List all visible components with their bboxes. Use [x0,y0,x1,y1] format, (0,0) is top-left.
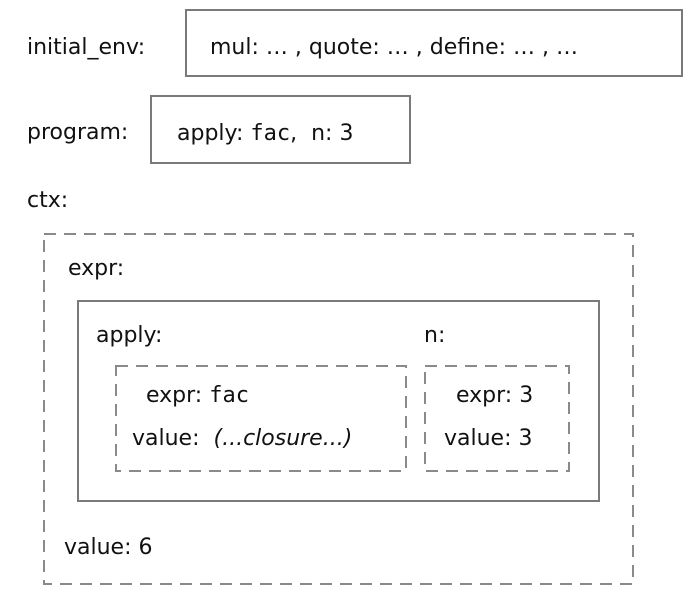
apply-label: apply: [96,323,163,348]
ctx-box [43,233,634,585]
apply-value-closure: (...closure...) [213,426,353,451]
initial-env-content: mul: … , quote: … , define: … , … [210,35,579,60]
n-label: n: [424,323,446,348]
program-label: program: [27,120,129,145]
initial-env-label: initial_env: [27,35,146,60]
initial-env-box: mul: … , quote: … , define: … , … [185,9,683,77]
ctx-label: ctx: [27,188,69,213]
apply-expr-key: expr: [146,383,210,408]
program-content: apply: fac, n: 3 [177,123,353,145]
apply-box [115,365,407,472]
apply-value-key: value: [132,426,207,451]
apply-expr-line: expr: fac [146,385,249,407]
n-value-line: value: 3 [444,426,533,451]
n-expr-line: expr: 3 [456,383,534,408]
expr-box [77,300,600,502]
apply-value-line: value: (...closure...) [132,428,352,450]
apply-expr-value: fac [209,383,249,408]
n-box [424,365,570,472]
program-separator: , [290,121,298,146]
program-apply-key: apply: [177,121,251,146]
ctx-expr-label: expr: [68,256,125,281]
program-apply-value: fac [250,121,291,146]
program-box: apply: fac, n: 3 [150,95,411,164]
program-n: n: 3 [311,121,354,146]
ctx-value-line: value: 6 [64,535,153,560]
